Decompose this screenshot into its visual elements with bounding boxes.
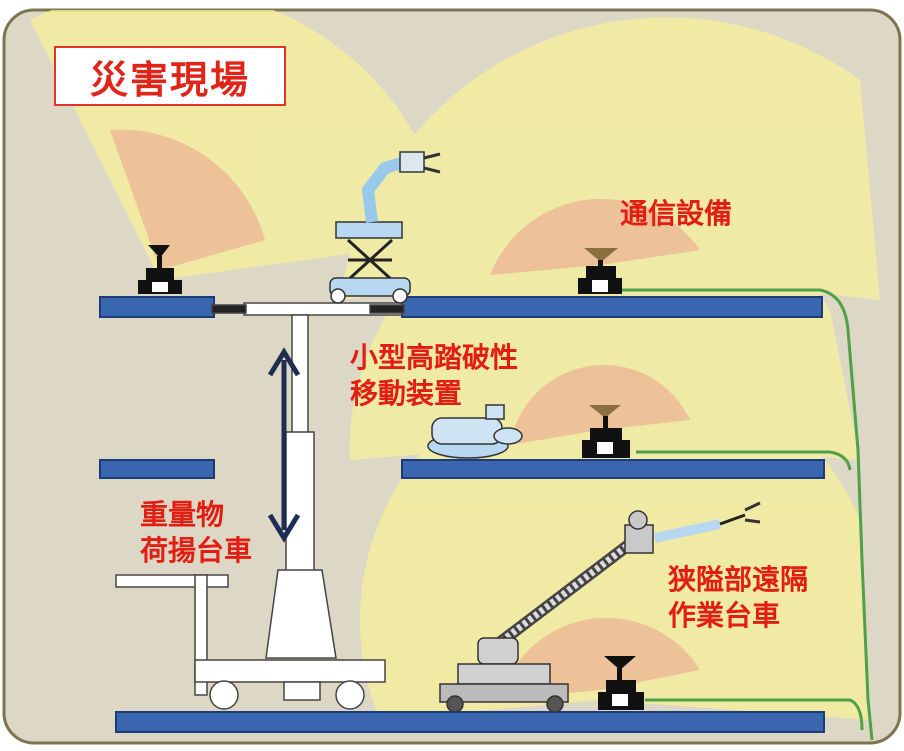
floor-middle-right — [401, 459, 825, 479]
vertical-double-arrow — [267, 347, 301, 543]
coverage-inner-zones — [110, 129, 700, 700]
label-communication: 通信設備 — [620, 196, 732, 232]
coverage-inner-top — [490, 198, 700, 275]
scene-title-box: 災害現場 — [54, 46, 286, 106]
label-heavy-line2: 荷揚台車 — [140, 534, 253, 567]
label-communication-text: 通信設備 — [620, 197, 733, 230]
crane-work-robot — [439, 501, 761, 713]
communication-cable — [620, 288, 874, 741]
scene-title: 災害現場 — [89, 57, 250, 102]
heavy-lift-cart — [115, 302, 405, 710]
scissor-lift-robot — [329, 151, 441, 304]
label-small-robot-line1: 小型高踏破性 — [350, 341, 519, 374]
label-narrow-line2: 作業台車 — [668, 599, 781, 632]
floor-bottom — [115, 711, 825, 733]
antenna-bottom — [598, 656, 644, 710]
label-narrow-cart: 狭隘部遠隔 作業台車 — [668, 562, 808, 634]
antenna-top — [578, 248, 622, 294]
coverage-inner-middle — [510, 364, 690, 445]
floor-middle-left — [99, 459, 215, 479]
label-heavy-cart: 重量物 荷揚台車 — [140, 497, 252, 569]
antenna-middle — [582, 405, 630, 458]
label-small-robot-line2: 移動装置 — [350, 377, 463, 410]
small-tracked-robot — [427, 404, 523, 459]
label-narrow-line1: 狭隘部遠隔 — [668, 563, 809, 596]
antenna-top-left — [138, 245, 182, 294]
floor-top-right — [401, 296, 823, 318]
label-heavy-line1: 重量物 — [140, 498, 225, 531]
label-small-robot: 小型高踏破性 移動装置 — [350, 340, 518, 412]
coverage-inner-left — [110, 129, 265, 270]
floor-top-left — [99, 296, 215, 318]
